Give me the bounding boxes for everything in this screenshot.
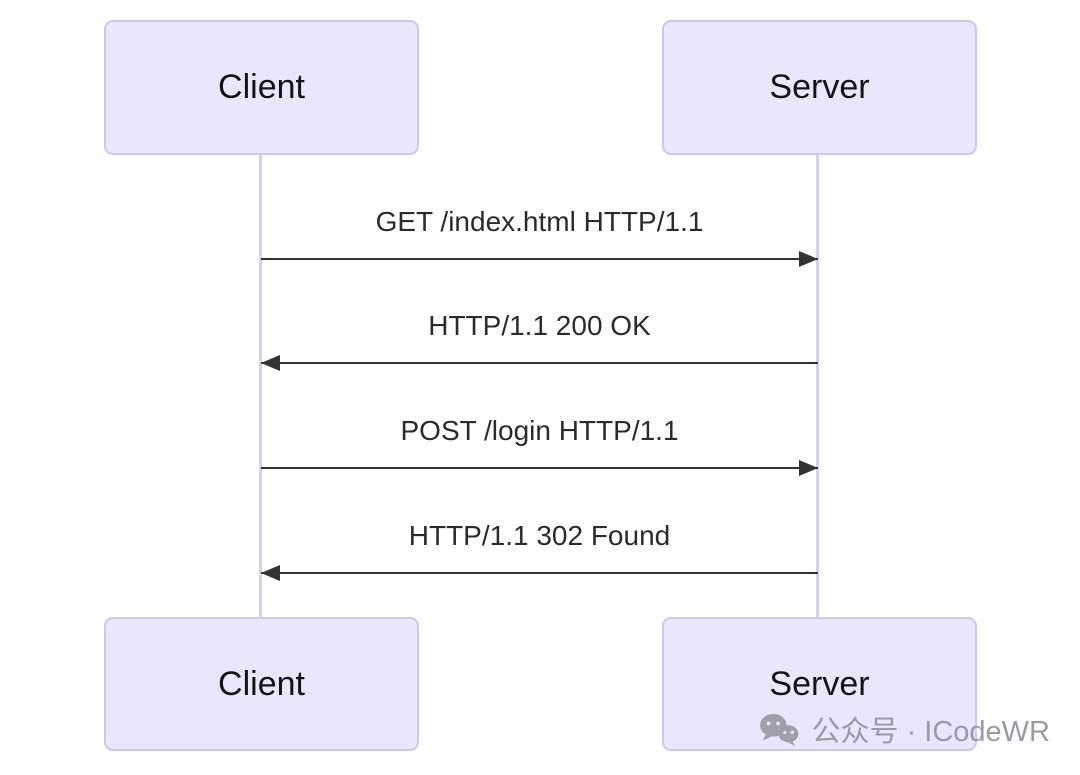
- actor-label-client: Client: [218, 68, 305, 106]
- actor-box-server-top: Server: [662, 20, 977, 155]
- message-arrow-right: [261, 251, 818, 267]
- message-label: GET /index.html HTTP/1.1: [375, 206, 704, 237]
- actor-box-server-bottom: Server: [662, 617, 977, 751]
- message-label: HTTP/1.1 200 OK: [428, 310, 651, 341]
- message-arrow-left: [261, 355, 818, 371]
- watermark-text: 公众号 · ICodeWR: [811, 716, 1050, 748]
- message-label: HTTP/1.1 302 Found: [408, 520, 671, 551]
- watermark: 公众号 · ICodeWR: [758, 708, 1050, 750]
- message-label: POST /login HTTP/1.1: [400, 415, 679, 446]
- wechat-icon: [758, 712, 800, 747]
- actor-box-client-top: Client: [104, 20, 419, 155]
- actor-label-server: Server: [769, 664, 870, 703]
- actor-label-server: Server: [769, 68, 870, 106]
- lifeline-client: [259, 155, 262, 617]
- actor-label-client: Client: [218, 664, 305, 703]
- message-arrow-right: [261, 460, 818, 476]
- lifeline-server: [816, 155, 819, 617]
- message-arrow-left: [261, 565, 818, 581]
- actor-box-client-bottom: Client: [104, 617, 419, 751]
